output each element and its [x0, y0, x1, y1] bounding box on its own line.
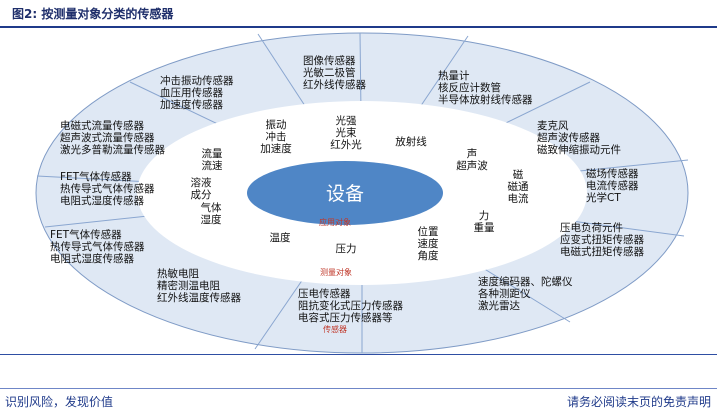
sensor-list-4-line: 电流传感器 [586, 179, 639, 192]
sensor-list-4-line: 光学CT [586, 191, 621, 204]
measured-object-5: 力重量 [474, 209, 495, 234]
measured-object-11-line: 流速 [202, 159, 223, 172]
sensor-list-10-line: 热传导式气体传感器 [60, 182, 155, 195]
measured-object-4-line: 磁 [513, 168, 524, 181]
measured-object-8-line: 温度 [270, 231, 291, 244]
sensor-list-2-line: 热量计 [438, 69, 470, 82]
measured-object-10: 溶液成分 [191, 176, 212, 201]
measured-object-6-line: 位置 [418, 225, 439, 238]
measured-object-6: 位置速度角度 [418, 225, 439, 262]
measured-object-10-line: 溶液 [191, 176, 212, 189]
measured-object-label: 测量对象 [320, 267, 352, 277]
sensor-list-6: 速度编码器、陀螺仪各种测距仪激光雷达 [478, 275, 573, 312]
outer-labels: 冲击振动传感器血压用传感器加速度传感器 图像传感器光敏二极管红外线传感器 热量计核反… [50, 54, 644, 324]
sensor-list-4-line: 磁场传感器 [586, 167, 639, 180]
sensor-list-8: 热敏电阻精密测温电阻红外线温度传感器 [157, 267, 241, 304]
sensor-list-7: 压电传感器阻抗变化式压力传感器电容式压力传感器等 [298, 287, 403, 324]
sensor-list-2-line: 半导体放射线传感器 [438, 93, 533, 106]
sensor-list-0-line: 加速度传感器 [160, 98, 223, 111]
measured-object-4: 磁磁通电流 [508, 168, 529, 205]
measured-object-8: 温度 [270, 231, 291, 244]
center-ellipse [247, 161, 443, 225]
sensor-list-3: 麦克风超声波传感器磁致伸缩振动元件 [537, 120, 621, 156]
measured-object-5-line: 重量 [474, 221, 495, 234]
measured-object-10-line: 成分 [191, 189, 212, 201]
measured-object-11: 流量流速 [202, 147, 223, 172]
sensor-list-7-line: 压电传感器 [298, 287, 351, 300]
footer-slogan: 识别风险，发现价值 [5, 395, 114, 409]
center-label: 设备 [326, 183, 364, 205]
sensor-list-11-line: 超声波式流量传感器 [60, 131, 155, 144]
sensor-list-9-line: 电阻式湿度传感器 [50, 252, 134, 265]
measured-object-3-line: 声 [467, 147, 478, 160]
measured-object-11-line: 流量 [202, 147, 223, 160]
measured-object-6-line: 速度 [418, 237, 439, 250]
sensor-list-2-line: 核反应计数管 [438, 81, 501, 94]
measured-object-3: 声超声波 [456, 147, 488, 172]
sensor-list-7-line: 电容式压力传感器等 [298, 311, 393, 324]
sensor-list-0-line: 血压用传感器 [160, 86, 223, 99]
sensor-list-1-line: 光敏二极管 [303, 66, 356, 79]
sensor-list-2: 热量计核反应计数管半导体放射线传感器 [438, 69, 533, 106]
measured-object-3-line: 超声波 [456, 159, 488, 172]
measured-object-9-line: 湿度 [201, 213, 222, 226]
footer-disclaimer: 请务必阅读末页的免责声明 [566, 395, 711, 409]
bottom-rule [0, 354, 717, 355]
measured-object-2: 放射线 [395, 135, 427, 148]
sensor-list-1-line: 图像传感器 [303, 54, 356, 67]
figure-title: 图2: 按测量对象分类的传感器 [12, 7, 174, 21]
app-object-label: 应用对象 [319, 217, 351, 227]
footer-rule [0, 388, 717, 389]
sensor-list-8-line: 精密测温电阻 [157, 279, 220, 292]
sensor-list-8-line: 热敏电阻 [157, 267, 199, 280]
sensor-list-10-line: 电阻式湿度传感器 [60, 194, 144, 207]
sensor-list-11-line: 激光多普勒流量传感器 [60, 143, 165, 156]
measured-object-0-line: 冲击 [266, 130, 287, 143]
measured-object-1-line: 红外光 [330, 138, 362, 151]
inner-labels: 振动冲击加速度光强光束红外光放射线声超声波磁磁通电流力重量位置速度角度压力温度气… [191, 114, 529, 262]
measured-object-1-line: 光束 [336, 126, 357, 139]
sensor-list-6-line: 激光雷达 [478, 299, 520, 312]
sensor-list-8-line: 红外线温度传感器 [157, 291, 241, 304]
sensor-list-0: 冲击振动传感器血压用传感器加速度传感器 [160, 74, 234, 111]
measured-object-6-line: 角度 [418, 249, 439, 262]
sensor-list-0-line: 冲击振动传感器 [160, 74, 234, 87]
measured-object-0-line: 振动 [266, 118, 287, 131]
measured-object-7: 压力 [336, 242, 357, 255]
measured-object-9-line: 气体 [201, 201, 222, 214]
sensor-list-5-line: 电磁式扭矩传感器 [560, 245, 644, 258]
sensor-list-3-line: 超声波传感器 [537, 131, 600, 144]
measured-object-4-line: 磁通 [508, 180, 529, 193]
sensor-list-7-line: 阻抗变化式压力传感器 [298, 299, 403, 312]
measured-object-9: 气体湿度 [201, 201, 222, 226]
sensor-list-9-line: 热传导式气体传感器 [50, 240, 145, 253]
sensor-list-3-line: 磁致伸缩振动元件 [537, 143, 621, 156]
measured-object-4-line: 电流 [508, 192, 529, 205]
sensor-list-10-line: FET气体传感器 [60, 170, 132, 183]
sensor-list-9: FET气体传感器热传导式气体传感器电阻式湿度传感器 [50, 228, 145, 265]
measured-object-1-line: 光强 [336, 114, 357, 127]
measured-object-1: 光强光束红外光 [330, 114, 362, 151]
sensor-list-5-line: 应变式扭矩传感器 [560, 233, 644, 246]
sensor-list-1-line: 红外线传感器 [303, 78, 366, 91]
measured-object-2-line: 放射线 [395, 135, 427, 148]
sensor-list-5-line: 压电负荷元件 [560, 221, 623, 234]
sensor-list-4: 磁场传感器电流传感器光学CT [586, 167, 639, 204]
measured-object-0: 振动冲击加速度 [260, 118, 292, 155]
measured-object-5-line: 力 [479, 209, 490, 222]
sensor-list-5: 压电负荷元件应变式扭矩传感器电磁式扭矩传感器 [560, 221, 644, 258]
top-rule [0, 26, 717, 28]
sensor-list-6-line: 速度编码器、陀螺仪 [478, 275, 573, 288]
measured-object-0-line: 加速度 [260, 142, 292, 155]
sensor-list-3-line: 麦克风 [537, 120, 569, 132]
sensor-list-6-line: 各种测距仪 [478, 287, 531, 300]
sensor-list-11-line: 电磁式流量传感器 [60, 119, 144, 132]
sensor-list-1: 图像传感器光敏二极管红外线传感器 [303, 54, 366, 91]
sensor-label: 传感器 [323, 324, 347, 334]
sensor-list-9-line: FET气体传感器 [50, 228, 122, 241]
measured-object-7-line: 压力 [336, 242, 357, 255]
sensor-list-10: FET气体传感器热传导式气体传感器电阻式湿度传感器 [60, 170, 155, 207]
sensor-list-11: 电磁式流量传感器超声波式流量传感器激光多普勒流量传感器 [60, 119, 165, 156]
